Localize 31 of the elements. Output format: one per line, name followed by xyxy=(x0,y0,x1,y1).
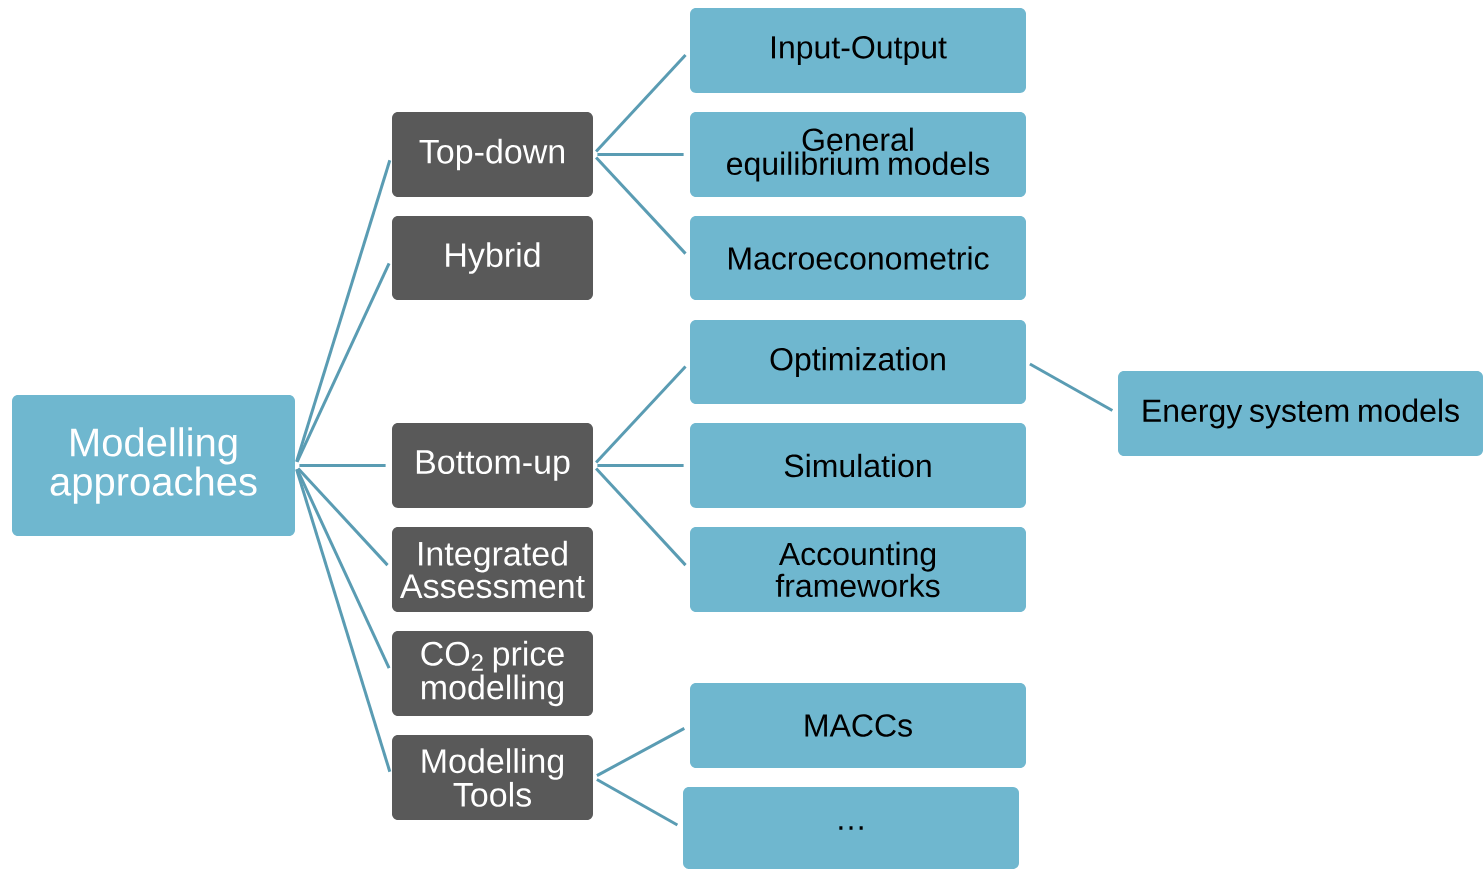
connector-line xyxy=(596,778,679,827)
category-box: Top-down xyxy=(392,112,593,197)
model-type-box: Energy system models xyxy=(1118,371,1483,456)
connector-line xyxy=(595,53,687,153)
connector-line xyxy=(295,159,392,463)
model-type-box: … xyxy=(683,787,1019,869)
connector-line xyxy=(295,468,391,669)
category-box: Modelling Tools xyxy=(392,735,593,820)
connector-line xyxy=(597,153,684,156)
connector-line xyxy=(595,365,687,464)
connector-line xyxy=(295,262,391,463)
model-type-box: Simulation xyxy=(690,423,1026,508)
connector-line xyxy=(1029,362,1114,412)
connector-line xyxy=(295,468,392,773)
connector-line xyxy=(596,727,686,777)
model-type-box: Optimization xyxy=(690,320,1026,404)
root-box: Modelling approaches xyxy=(12,395,295,536)
category-box: CO$_{2}$ price modelling xyxy=(392,631,593,716)
category-box: Hybrid xyxy=(392,216,593,300)
model-type-box: Macroeconometric xyxy=(690,216,1026,300)
connector-line xyxy=(299,464,386,467)
model-type-box: MACCs xyxy=(690,683,1026,768)
connector-line xyxy=(297,467,389,567)
model-type-box: General equilibrium models xyxy=(690,112,1026,197)
connector-line xyxy=(595,467,687,567)
model-type-box: Accounting frameworks xyxy=(690,527,1026,612)
category-box: Integrated Assessment xyxy=(392,527,593,612)
connector-line xyxy=(595,156,687,255)
category-box: Bottom-up xyxy=(392,423,593,508)
connector-line xyxy=(597,464,684,467)
model-type-box: Input-Output xyxy=(690,8,1026,93)
